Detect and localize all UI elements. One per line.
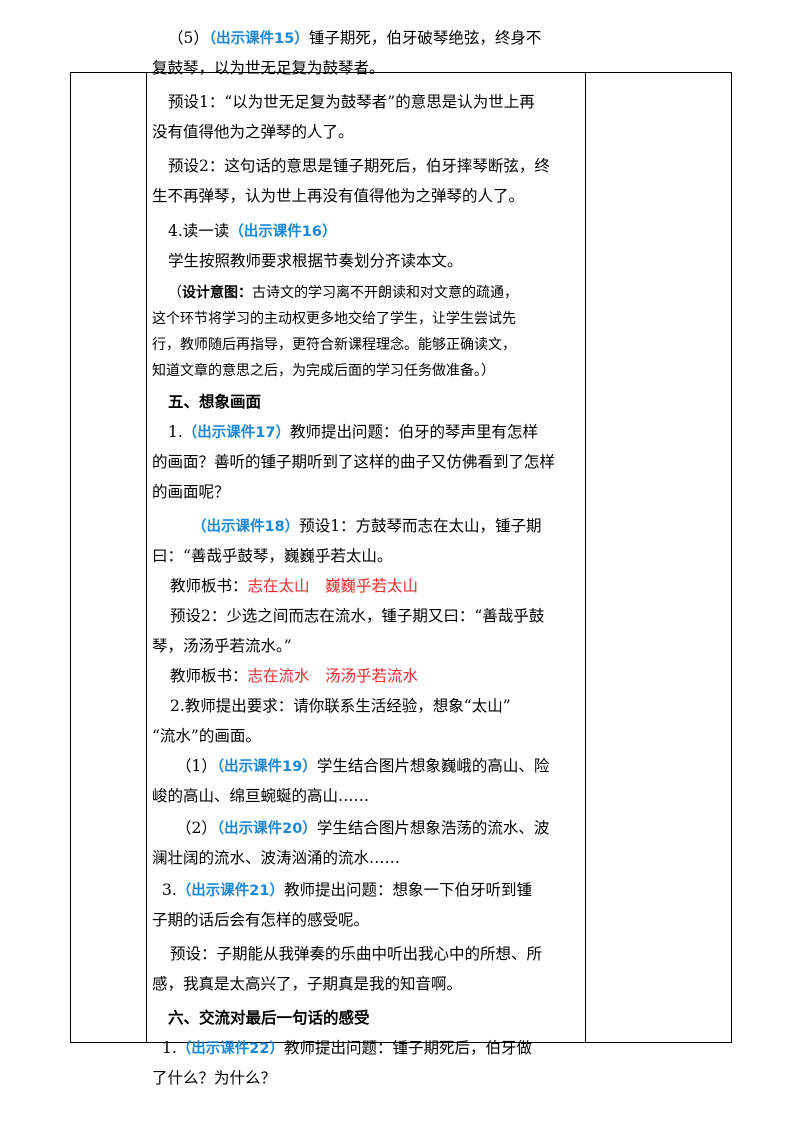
text-segment: 复鼓琴，以为世无足复为鼓琴者。 xyxy=(152,59,385,77)
text-segment: 了什么？为什么？ xyxy=(152,1069,277,1087)
content-line: 没有值得他为之弹琴的人了。 xyxy=(152,122,354,142)
text-segment: 这个环节将学习的主动权更多地交给了学生，让学生尝试先 xyxy=(152,311,516,327)
column-divider-right xyxy=(585,73,586,1042)
content-line: 的画面呢？ xyxy=(152,482,230,502)
blackboard-note: 志在流水 汤汤乎若流水 xyxy=(247,667,419,685)
text-segment: （5） xyxy=(168,29,209,47)
courseware-reference: （出示课件20） xyxy=(216,821,317,837)
content-line: “流水”的画面。 xyxy=(152,726,261,746)
text-segment: 1. xyxy=(162,1039,177,1057)
content-line: 行，教师随后再指导，更符合新课程理念。能够正确读文， xyxy=(152,335,516,355)
content-line: 教师板书：志在太山 巍巍乎若太山 xyxy=(170,576,418,596)
text-segment: 学生结合图片想象浩荡的流水、波 xyxy=(316,819,550,837)
column-divider-left xyxy=(146,73,147,1042)
content-line: 的画面？善听的锺子期听到了这样的曲子又仿佛看到了怎样 xyxy=(152,452,555,472)
text-segment: 的画面？善听的锺子期听到了这样的曲子又仿佛看到了怎样 xyxy=(152,453,556,471)
content-line: （5）（出示课件15）锺子期死，伯牙破琴绝弦，终身不 xyxy=(168,28,541,49)
text-segment: 1. xyxy=(168,423,183,441)
courseware-reference: （出示课件18） xyxy=(192,519,300,535)
text-segment: 没有值得他为之弹琴的人了。 xyxy=(152,123,354,141)
text-segment: 4.读一读 xyxy=(168,222,230,240)
text-segment: 预设1：“以为世无足复为鼓琴者”的意思是认为世上再 xyxy=(168,93,535,111)
content-line: 五、想象画面 xyxy=(168,392,261,412)
content-line: 预设2：这句话的意思是锺子期死后，伯牙摔琴断弦，终 xyxy=(168,156,550,176)
content-line: 曰：“善哉乎鼓琴，巍巍乎若太山。 xyxy=(152,546,392,566)
text-segment: 学生按照教师要求根据节奏划分齐读本文。 xyxy=(168,252,463,270)
content-line: 教师板书：志在流水 汤汤乎若流水 xyxy=(170,666,418,686)
text-segment: 曰：“善哉乎鼓琴，巍巍乎若太山。 xyxy=(152,547,393,565)
text-segment: （2） xyxy=(176,819,217,837)
text-segment: “流水”的画面。 xyxy=(152,727,261,745)
courseware-reference: （出示课件16） xyxy=(229,224,337,240)
content-line: 3.（出示课件21）教师提出问题：想象一下伯牙听到锺 xyxy=(162,880,532,901)
courseware-reference: （出示课件21） xyxy=(176,883,284,899)
text-segment: 预设1：方鼓琴而志在太山，锺子期 xyxy=(299,517,542,535)
content-line: （1）（出示课件19）学生结合图片想象巍峨的高山、险 xyxy=(176,756,549,777)
text-segment: 教师提出问题：锺子期死后，伯牙做 xyxy=(283,1039,532,1057)
content-line: 预设2：少选之间而志在流水，锺子期又曰：“善哉乎鼓 xyxy=(170,606,544,626)
text-segment: 的画面呢？ xyxy=(152,483,230,501)
design-intent-label: 设计意图： xyxy=(182,285,252,301)
content-line: 了什么？为什么？ xyxy=(152,1068,276,1088)
blackboard-note: 志在太山 巍巍乎若太山 xyxy=(247,577,419,595)
courseware-reference: （出示课件22） xyxy=(176,1041,284,1057)
content-line: 1.（出示课件17）教师提出问题：伯牙的琴声里有怎样 xyxy=(168,422,538,443)
text-segment: 预设2：少选之间而志在流水，锺子期又曰：“善哉乎鼓 xyxy=(170,607,545,625)
text-segment: （ xyxy=(168,285,182,301)
text-segment: 教师板书： xyxy=(170,667,248,685)
text-segment: 学生结合图片想象巍峨的高山、险 xyxy=(316,757,550,775)
content-line: 感，我真是太高兴了，子期真是我的知音啊。 xyxy=(152,974,462,994)
text-segment: 2.教师提出要求：请你联系生活经验，想象“太山” xyxy=(170,697,511,715)
content-line: （出示课件18）预设1：方鼓琴而志在太山，锺子期 xyxy=(192,516,542,537)
text-segment: 教师板书： xyxy=(170,577,248,595)
content-line: （设计意图：古诗文的学习离不开朗读和对文意的疏通， xyxy=(168,283,518,303)
text-segment: 教师提出问题：想象一下伯牙听到锺 xyxy=(283,881,532,899)
content-line: 生不再弹琴，认为世上再没有值得他为之弹琴的人了。 xyxy=(152,186,524,206)
text-segment: 感，我真是太高兴了，子期真是我的知音啊。 xyxy=(152,975,463,993)
content-line: 琴，汤汤乎若流水。” xyxy=(152,636,292,656)
content-line: 知道文章的意思之后，为完成后面的学习任务做准备。） xyxy=(152,361,495,381)
courseware-reference: （出示课件19） xyxy=(216,759,317,775)
content-line: 复鼓琴，以为世无足复为鼓琴者。 xyxy=(152,58,385,78)
text-segment: 预设：子期能从我弹奏的乐曲中听出我心中的所想、所 xyxy=(170,945,543,963)
courseware-reference: （出示课件17） xyxy=(182,425,290,441)
section-heading: 五、想象画面 xyxy=(168,393,262,411)
text-segment: 琴，汤汤乎若流水。” xyxy=(152,637,292,655)
content-line: 峻的高山、绵亘蜿蜒的高山…… xyxy=(152,786,369,806)
content-line: （2）（出示课件20）学生结合图片想象浩荡的流水、波 xyxy=(176,818,549,839)
content-line: 预设1：“以为世无足复为鼓琴者”的意思是认为世上再 xyxy=(168,92,535,112)
content-line: 澜壮阔的流水、波涛汹涌的流水…… xyxy=(152,848,400,868)
text-segment: 古诗文的学习离不开朗读和对文意的疏通， xyxy=(252,285,518,301)
content-line: 1.（出示课件22）教师提出问题：锺子期死后，伯牙做 xyxy=(162,1038,532,1059)
text-segment: 子期的话后会有怎样的感受呢。 xyxy=(152,911,370,929)
courseware-reference: （出示课件15） xyxy=(208,31,309,47)
text-segment: 3. xyxy=(162,881,177,899)
content-line: 这个环节将学习的主动权更多地交给了学生，让学生尝试先 xyxy=(152,309,516,329)
text-segment: 生不再弹琴，认为世上再没有值得他为之弹琴的人了。 xyxy=(152,187,525,205)
text-segment: 预设2：这句话的意思是锺子期死后，伯牙摔琴断弦，终 xyxy=(168,157,550,175)
content-line: 子期的话后会有怎样的感受呢。 xyxy=(152,910,369,930)
text-segment: 锺子期死，伯牙破琴绝弦，终身不 xyxy=(308,29,542,47)
text-segment: （1） xyxy=(176,757,217,775)
text-segment: 峻的高山、绵亘蜿蜒的高山…… xyxy=(152,787,370,805)
content-line: 预设：子期能从我弹奏的乐曲中听出我心中的所想、所 xyxy=(170,944,542,964)
section-heading: 六、交流对最后一句话的感受 xyxy=(168,1009,370,1027)
text-segment: 知道文章的意思之后，为完成后面的学习任务做准备。） xyxy=(152,363,495,379)
content-line: 学生按照教师要求根据节奏划分齐读本文。 xyxy=(168,251,463,271)
content-line: 2.教师提出要求：请你联系生活经验，想象“太山” xyxy=(170,696,511,716)
lesson-table xyxy=(70,72,732,1043)
content-line: 六、交流对最后一句话的感受 xyxy=(168,1008,370,1028)
content-line: 4.读一读（出示课件16） xyxy=(168,221,336,242)
text-segment: 澜壮阔的流水、波涛汹涌的流水…… xyxy=(152,849,401,867)
text-segment: 教师提出问题：伯牙的琴声里有怎样 xyxy=(289,423,538,441)
text-segment: 行，教师随后再指导，更符合新课程理念。能够正确读文， xyxy=(152,337,516,353)
